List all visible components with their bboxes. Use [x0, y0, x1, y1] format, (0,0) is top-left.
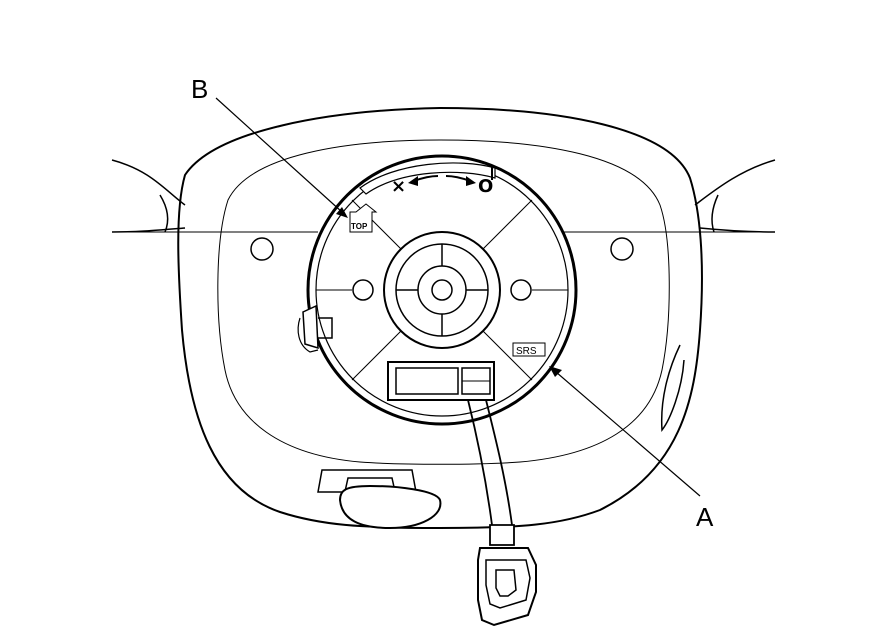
top-label: TOP	[351, 222, 368, 231]
harness-connector-plug	[477, 547, 537, 627]
hub-outer-body	[177, 106, 703, 530]
left-spoke	[111, 159, 186, 233]
hub-hole-right	[610, 237, 634, 261]
reel-hole-right	[510, 279, 532, 301]
callout-a-label: A	[696, 502, 714, 532]
right-spoke	[694, 159, 776, 233]
circle-mark: O	[478, 176, 493, 197]
srs-label: SRS	[516, 346, 537, 357]
lower-switch-knob	[317, 469, 442, 530]
cable-reel	[297, 154, 578, 426]
cross-mark: ×	[391, 176, 406, 197]
callout-a-leader	[555, 371, 701, 497]
reel-hole-left	[352, 279, 374, 301]
column-cover-right	[660, 344, 685, 432]
callout-b-leader	[215, 97, 343, 213]
left-latch	[302, 304, 319, 350]
callout-b-label: B	[191, 74, 208, 104]
hub-inner-contour	[217, 139, 670, 465]
srs-marking: SRS	[512, 342, 546, 357]
top-marking: TOP	[349, 203, 378, 233]
hub-hole-left	[250, 237, 274, 261]
wire-harness	[467, 399, 515, 546]
